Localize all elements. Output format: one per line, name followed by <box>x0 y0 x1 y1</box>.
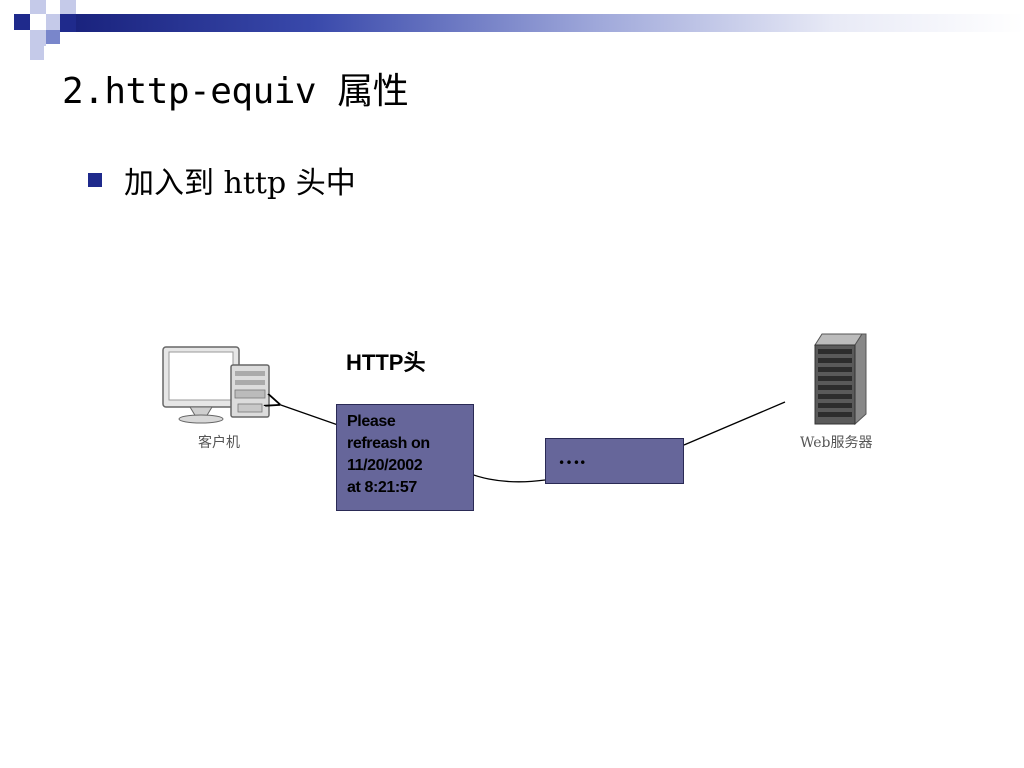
bullet-text: 加入到 http 头中 <box>124 166 356 201</box>
decor-square <box>30 46 44 60</box>
decor-square <box>30 30 46 46</box>
message-line: refreash on <box>347 435 430 452</box>
message-line: Please <box>347 413 396 430</box>
server-label: Web服务器 <box>800 435 873 451</box>
decor-square <box>60 14 76 32</box>
decor-square <box>46 30 60 44</box>
message-line: at 8:21:57 <box>347 479 417 496</box>
decor-square <box>60 0 76 14</box>
page-title: 2.http-equiv 属性 <box>62 71 409 112</box>
bullet-item: 加入到 http 头中 <box>88 158 356 202</box>
message-line: 11/20/2002 <box>347 457 423 474</box>
refresh-message-box: Please refreash on 11/20/2002 at 8:21:57 <box>336 404 474 511</box>
ellipsis-box: …. <box>545 438 684 484</box>
server-to-box-line <box>683 401 786 446</box>
decor-square <box>14 14 30 30</box>
http-header-label: HTTP头 <box>346 350 426 375</box>
top-decoration <box>0 0 1024 60</box>
decor-square <box>46 14 60 30</box>
client-computer-icon <box>162 346 270 424</box>
client-label: 客户机 <box>198 435 240 451</box>
decor-square <box>30 0 46 14</box>
bullet-square-icon <box>88 173 102 187</box>
header-gradient-bar <box>76 14 1024 32</box>
web-server-icon <box>814 333 867 426</box>
